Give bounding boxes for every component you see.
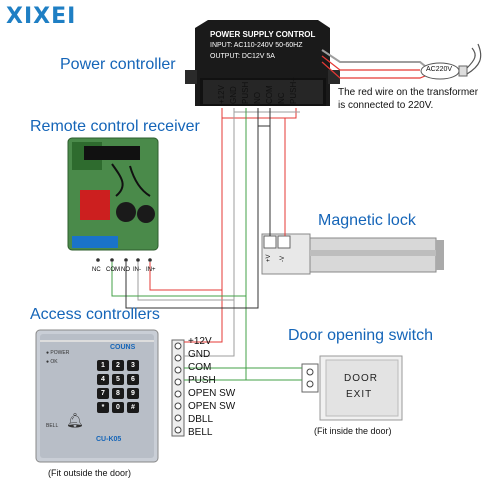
transformer-note-2: is connected to 220V. [338, 100, 434, 111]
key-4[interactable]: 4 [97, 374, 109, 385]
psu-terminal-no: NO [253, 92, 262, 104]
brand-logo: XIXEI [6, 4, 77, 29]
receiver-terminal-nc: NC [92, 267, 101, 273]
wire-lock-black [125, 108, 271, 309]
access-terminal-gnd: GND [188, 349, 211, 360]
access-terminal-open-sw-2: OPEN SW [188, 401, 236, 412]
bell-icon[interactable]: 🔔︎ [66, 412, 84, 428]
key-6[interactable]: 6 [127, 374, 139, 385]
access-caption: (Fit outside the door) [48, 468, 132, 478]
plug-label: AC220V [426, 66, 453, 73]
access-terminal-com: COM [188, 362, 212, 373]
label-door-switch: Door opening switch [288, 327, 433, 344]
psu-terminal-nc: NC [277, 92, 286, 104]
door-exit-line2[interactable]: EXIT [346, 389, 373, 400]
access-terminal-bell: BELL [188, 427, 213, 438]
psu-terminal-com: COM [265, 85, 274, 104]
door-exit-switch-device [301, 355, 403, 421]
access-bell-label: BELL [46, 423, 59, 429]
key-hash[interactable]: # [127, 402, 139, 413]
access-power-led: ● POWER [46, 350, 70, 356]
psu-terminal-12v: +12V [217, 85, 226, 104]
receiver-terminal-no: NO [121, 267, 130, 273]
receiver-terminal-com: COM [106, 267, 120, 273]
power-supply-unit [185, 20, 340, 106]
key-star[interactable]: * [97, 402, 109, 413]
psu-input: INPUT: AC110-240V 50-60HZ [210, 42, 303, 49]
lock-terminal-minus: -V [280, 256, 286, 262]
key-9[interactable]: 9 [127, 388, 139, 399]
ac-mains-cable [321, 43, 482, 80]
remote-receiver-board [67, 137, 159, 251]
key-7[interactable]: 7 [97, 388, 109, 399]
label-magnetic-lock: Magnetic lock [318, 212, 416, 229]
wire-12v-red [149, 108, 297, 343]
access-terminal-block [171, 339, 185, 437]
label-remote-receiver: Remote control receiver [30, 118, 200, 135]
key-0[interactable]: 0 [112, 402, 124, 413]
door-exit-line1[interactable]: DOOR [344, 373, 378, 384]
label-power-controller: Power controller [60, 56, 176, 73]
lock-terminal-plus: +V [266, 254, 272, 262]
receiver-terminal-in-minus: IN- [133, 267, 141, 273]
door-switch-caption: (Fit inside the door) [314, 426, 392, 436]
psu-terminal-gnd: GND [229, 86, 238, 104]
psu-output: OUTPUT: DC12V 5A [210, 53, 275, 60]
key-2[interactable]: 2 [112, 360, 124, 371]
access-brand: COUNS [110, 344, 136, 351]
access-ok-led: ● OK [46, 359, 58, 365]
transformer-note-1: The red wire on the transformer [338, 87, 479, 98]
access-terminal-12v: +12V [188, 336, 212, 347]
access-terminal-dbll: DBLL [188, 414, 214, 425]
key-8[interactable]: 8 [112, 388, 124, 399]
magnetic-lock-body [261, 233, 444, 275]
wire-push-green [111, 108, 302, 381]
receiver-terminal-in-plus: IN+ [146, 267, 156, 273]
psu-terminal-push-plus: PUSH+ [289, 77, 298, 104]
label-access-controllers: Access controllers [30, 306, 160, 323]
access-terminal-push: PUSH [188, 375, 216, 386]
receiver-terminal-dots [96, 258, 152, 262]
key-1[interactable]: 1 [97, 360, 109, 371]
access-keypad: 1 2 3 4 5 6 7 8 9 * 0 # [97, 360, 139, 413]
access-model: CU-K05 [96, 436, 122, 443]
access-terminal-open-sw-1: OPEN SW [188, 388, 236, 399]
psu-terminal-push: PUSH [241, 81, 250, 104]
key-5[interactable]: 5 [112, 374, 124, 385]
key-3[interactable]: 3 [127, 360, 139, 371]
wire-gnd-gray [137, 108, 300, 357]
psu-title: POWER SUPPLY CONTROL [210, 30, 316, 39]
